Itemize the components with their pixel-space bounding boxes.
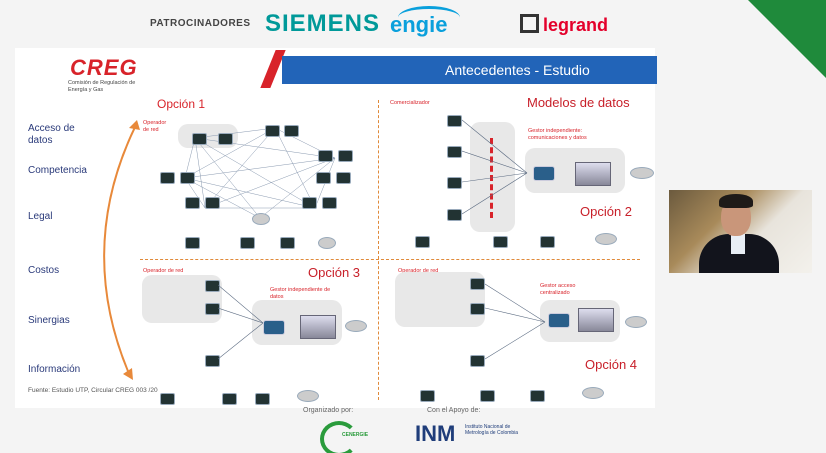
menu-sinergias: Sinergias	[28, 315, 70, 326]
database-icon	[578, 308, 614, 332]
device-node	[218, 133, 233, 145]
device-node	[316, 172, 331, 184]
menu-acceso-datos: Acceso de datos	[28, 123, 75, 146]
corner-decoration	[748, 0, 826, 78]
engie-arc-icon	[398, 6, 460, 29]
apoyo-label: Con el Apoyo de:	[427, 407, 481, 414]
legrand-text: legrand	[543, 15, 609, 35]
source-note: Fuente: Estudio UTP, Circular CREG 003 /…	[28, 387, 158, 395]
device-node	[302, 197, 317, 209]
database-icon	[575, 162, 611, 186]
gestor-indep-com-label: Gestor independiente: comunicaciones y d…	[528, 128, 587, 141]
inm-logo: INM	[415, 421, 456, 446]
connection-lines	[462, 119, 528, 215]
legend-users-icon	[297, 390, 319, 402]
meter-node	[447, 146, 462, 158]
legrand-square-icon	[520, 14, 539, 33]
siemens-logo: SIEMENS	[265, 10, 381, 37]
device-node	[284, 125, 299, 137]
modelos-datos-title: Modelos de datos	[527, 95, 630, 110]
speaker-video	[669, 190, 812, 273]
device-node	[192, 133, 207, 145]
meter-node	[447, 177, 462, 189]
legend-node	[255, 393, 270, 405]
legend-node	[280, 237, 295, 249]
legend-users-icon	[318, 237, 336, 249]
gestor-acceso-label: Gestor acceso centralizado	[540, 283, 576, 296]
database-icon	[300, 315, 336, 339]
meter-node	[470, 355, 485, 367]
section-divider-horizontal	[140, 259, 640, 260]
legend-node	[420, 390, 435, 402]
legend-node	[415, 236, 430, 248]
legend-node	[540, 236, 555, 248]
menu-informacion: Información	[28, 364, 81, 375]
device-node	[160, 172, 175, 184]
legend-node	[240, 237, 255, 249]
meter-node	[447, 115, 462, 127]
users-icon	[252, 213, 270, 225]
legend-node	[185, 237, 200, 249]
menu-costos: Costos	[28, 265, 60, 276]
users-icon	[625, 316, 647, 328]
legend-users-icon	[582, 387, 604, 399]
server-icon	[263, 320, 285, 335]
opcion-1-title: Opción 1	[157, 97, 206, 111]
device-node	[336, 172, 351, 184]
comercializador-label: Comercializador	[390, 100, 430, 106]
presentation-slide	[15, 48, 655, 408]
curved-arrow-icon	[103, 120, 140, 380]
meter-node	[447, 209, 462, 221]
device-node	[322, 197, 337, 209]
device-node	[338, 150, 353, 162]
meter-node	[205, 303, 220, 315]
gestor-indep-datos-label: Gestor independiente de datos	[270, 287, 331, 300]
title-banner	[282, 56, 657, 84]
device-node	[205, 197, 220, 209]
section-divider-vertical	[378, 100, 379, 400]
opcion-3-title: Opción 3	[308, 265, 361, 280]
speaker-hair	[719, 194, 753, 208]
source-text: Fuente: Estudio UTP, Circular CREG 003 /…	[28, 387, 158, 394]
creg-subtitle: Comisión de Regulación de Energía y Gas	[68, 80, 136, 93]
legend-users-icon	[595, 233, 617, 245]
sponsors-label: PATROCINADORES	[150, 18, 251, 29]
menu-legal: Legal	[28, 211, 53, 222]
operador-red-label-3: Operador de red	[143, 268, 184, 274]
mesh-network-diagram	[184, 127, 336, 219]
operador-red-label-4: Operador de red	[398, 268, 439, 274]
legrand-logo: legrand	[520, 14, 608, 36]
slide-title: Antecedentes - Estudio	[445, 62, 590, 78]
device-node	[318, 150, 333, 162]
legend-node	[480, 390, 495, 402]
menu-competencia: Competencia	[28, 165, 87, 176]
legend-node	[530, 390, 545, 402]
cenergie-logo-text: CENERGIE	[342, 432, 369, 438]
meter-node	[470, 278, 485, 290]
meter-node	[205, 355, 220, 367]
connection-lines	[218, 284, 264, 360]
legend-node	[222, 393, 237, 405]
cenergie-logo-icon	[320, 421, 358, 453]
device-node	[185, 197, 200, 209]
operador-red-label-1: Operador de red	[143, 120, 167, 133]
opcion-2-title: Opción 2	[580, 204, 633, 219]
meter-node	[470, 303, 485, 315]
engie-logo: engie	[390, 12, 448, 37]
legend-node	[160, 393, 175, 405]
device-node	[180, 172, 195, 184]
server-icon	[533, 166, 555, 181]
server-icon	[548, 313, 570, 328]
inm-subtitle: Instituto Nacional de Metrología de Colo…	[465, 424, 519, 436]
connection-lines	[485, 283, 546, 360]
users-icon	[630, 167, 654, 179]
speaker-shirt	[731, 234, 745, 254]
organizado-label: Organizado por:	[303, 407, 354, 414]
creg-logo: CREG	[70, 55, 138, 80]
legend-node	[493, 236, 508, 248]
opcion-4-title: Opción 4	[585, 357, 638, 372]
device-node	[265, 125, 280, 137]
users-icon	[345, 320, 367, 332]
